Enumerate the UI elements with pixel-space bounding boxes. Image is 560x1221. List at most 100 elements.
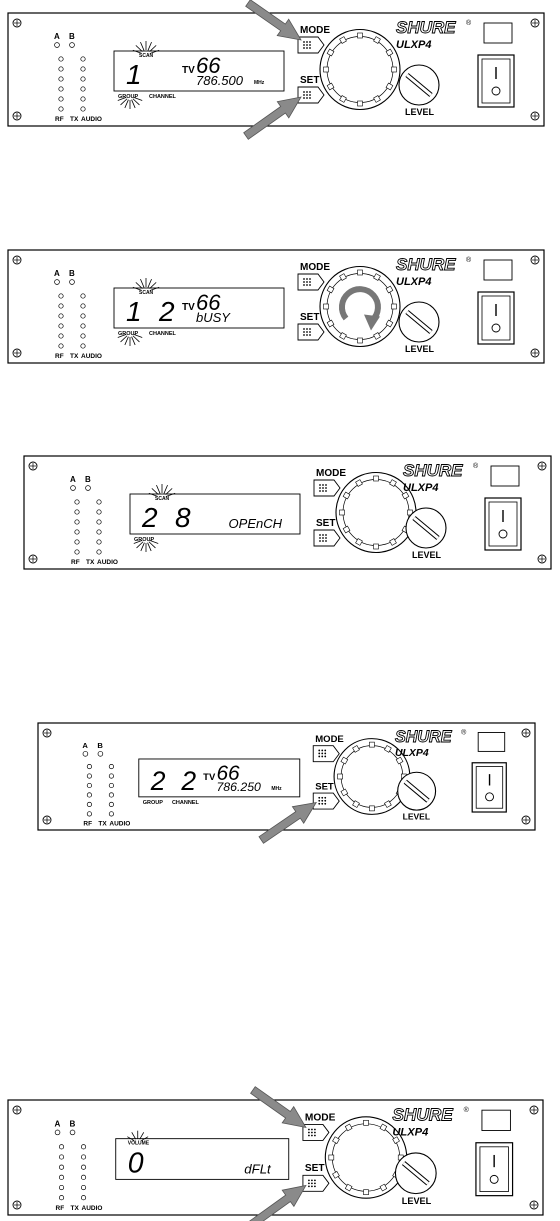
lcd-group-number: 2 [150, 766, 166, 796]
set-button[interactable] [313, 529, 341, 547]
power-switch[interactable] [488, 501, 518, 547]
button-grip-dot [311, 1179, 313, 1182]
audio-meter-led [108, 764, 114, 770]
button-grip-dot [311, 1182, 313, 1185]
button-grip-dot [311, 1128, 313, 1131]
control-wheel-grip [369, 741, 375, 748]
lcd-display [138, 758, 301, 798]
button-grip-dot [318, 799, 321, 802]
set-button[interactable] [297, 86, 325, 104]
mode-button[interactable] [297, 36, 325, 54]
button-grip-dot [314, 1128, 316, 1131]
button-grip-dot [306, 41, 308, 43]
lcd-channel-label: CHANNEL [172, 800, 200, 806]
tx-label: TX [70, 353, 79, 360]
audio-meter-led [96, 549, 102, 555]
audio-label: AUDIO [81, 116, 102, 123]
rf-meter-led [86, 764, 92, 770]
button-grip-dot [303, 47, 305, 49]
rf-meter-led [58, 293, 64, 299]
flash-ray [147, 278, 152, 288]
set-button[interactable] [297, 323, 325, 341]
mounting-screw [529, 1105, 539, 1115]
power-switch[interactable] [481, 295, 511, 341]
flash-ray [133, 96, 143, 101]
button-grip-dot [314, 1131, 316, 1134]
lcd-group-number: 0 [128, 1147, 144, 1179]
model-label: ULXP4 [396, 39, 431, 51]
lcd-display [113, 287, 285, 329]
control-wheel-grip [363, 1119, 369, 1126]
mode-button[interactable] [297, 273, 325, 291]
rf-meter-led [86, 801, 92, 807]
lcd-tv-channel: 66 [196, 290, 221, 315]
button-grip-dot [321, 752, 324, 755]
flash-ray [131, 1132, 137, 1140]
button-grip-dot [309, 334, 311, 336]
control-wheel-grip [357, 337, 363, 344]
control-wheel-grip [339, 332, 347, 340]
button-grip-dot [306, 47, 308, 49]
lcd-group-label: GROUP [118, 331, 139, 337]
button-grip-dot [318, 749, 321, 752]
mode-label: MODE [316, 468, 346, 479]
control-wheel-grip [323, 303, 329, 310]
power-switch[interactable] [479, 1146, 509, 1192]
control-wheel-grip [337, 773, 343, 780]
level-label: LEVEL [412, 550, 442, 560]
control-wheel[interactable] [319, 28, 401, 111]
control-wheel[interactable] [319, 265, 401, 348]
mode-button[interactable] [302, 1123, 330, 1141]
button-grip-dot [324, 799, 327, 802]
lcd-tv-label: TV [182, 302, 195, 313]
rf-label: RF [56, 1205, 65, 1212]
control-wheel-grip [352, 745, 360, 753]
button-grip-dot [303, 97, 305, 99]
level-knob-slot-inner [404, 780, 429, 802]
set-button[interactable] [302, 1174, 330, 1192]
lcd-frequency-text: OPEnCH [229, 516, 283, 531]
set-label: SET [305, 1163, 326, 1174]
button-grip-dot [325, 484, 327, 486]
button-grip-dot [325, 537, 327, 539]
control-wheel-grip [355, 538, 363, 546]
rf-meter-led [58, 303, 64, 309]
diversity-led-b [97, 751, 104, 757]
rf-label: RF [71, 559, 80, 566]
id-window [477, 732, 506, 752]
flash-ray [148, 541, 156, 549]
shure-logo: SHURE [395, 728, 453, 746]
power-switch[interactable] [475, 766, 504, 809]
mode-label: MODE [315, 734, 344, 745]
button-grip-dot [309, 41, 311, 43]
button-grip-dot [319, 537, 321, 539]
button-grip-dot [322, 537, 324, 539]
button-grip-dot [303, 41, 305, 43]
button-grip-dot [303, 331, 305, 333]
button-grip-dot [319, 487, 321, 489]
flash-ray [120, 98, 128, 106]
flash-ray [140, 278, 145, 288]
mounting-screw [530, 255, 540, 265]
meter-b-label: B [97, 741, 103, 750]
flash-ray [147, 542, 152, 552]
mode-button[interactable] [313, 479, 341, 497]
flash-ray [163, 484, 168, 494]
flash-ray [131, 336, 136, 346]
button-grip-dot [308, 1182, 310, 1185]
set-button[interactable] [312, 792, 340, 810]
flash-ray [149, 282, 157, 289]
level-knob-slot-inner [402, 1161, 429, 1185]
power-switch[interactable] [481, 58, 511, 104]
lcd-tv-label: TV [182, 65, 195, 76]
mode-button[interactable] [312, 745, 340, 763]
button-grip-dot [306, 331, 308, 333]
flash-ray [150, 286, 160, 291]
button-grip-dot [319, 484, 321, 486]
control-wheel-grip [339, 36, 347, 44]
rf-label: RF [83, 820, 92, 827]
rf-meter-led [58, 1184, 65, 1191]
meter-a-label: A [82, 741, 88, 750]
